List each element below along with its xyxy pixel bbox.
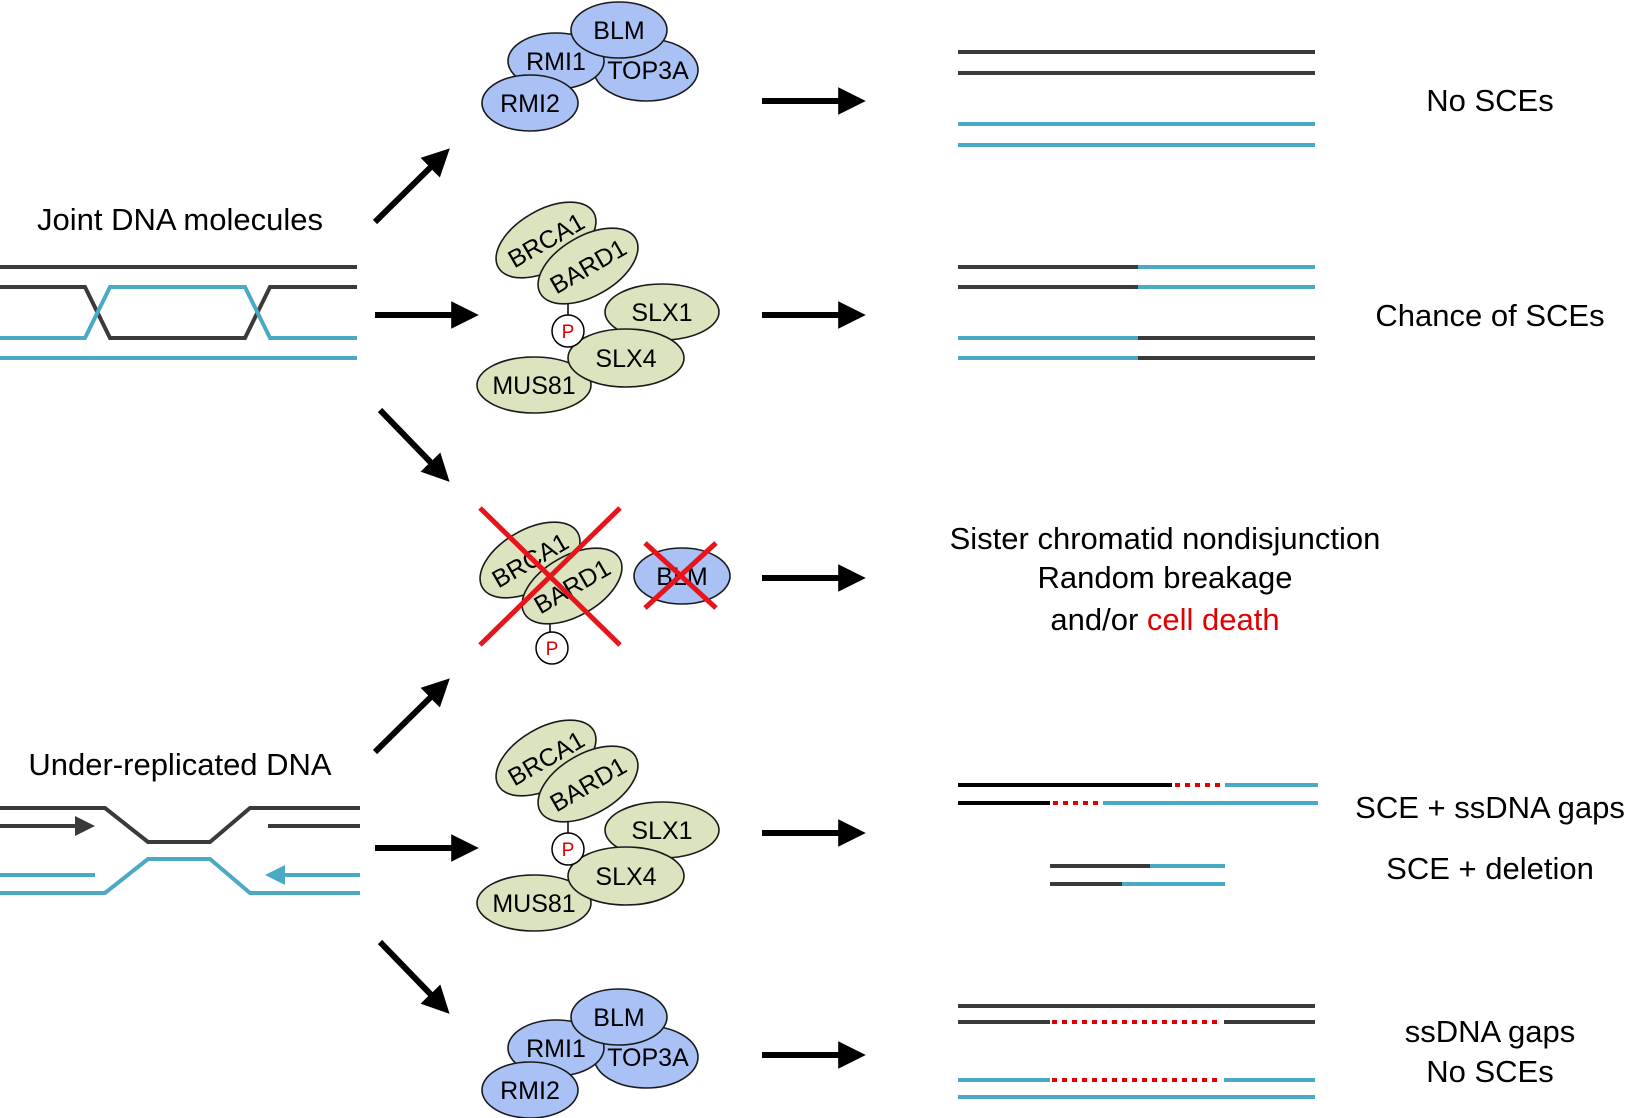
template-strand (0, 857, 360, 895)
brca1-slx4-complex-1: BRCA1 BARD1 P SLX1 SLX4 MUS81 (476, 201, 720, 414)
arrow (377, 407, 450, 482)
top3a-label: TOP3A (607, 1044, 689, 1072)
top3a-label: TOP3A (607, 57, 689, 85)
blm-protein (570, 1, 668, 59)
cell-death-text: cell death (1147, 602, 1280, 637)
outcome-labels: No SCEs Chance of SCEs Sister chromatid … (950, 83, 1625, 1089)
branch-arrows (372, 148, 479, 1014)
slx1-label: SLX1 (631, 299, 692, 327)
and-or-text: and/or (1050, 602, 1147, 637)
cell-death-line: and/or cell death (1050, 602, 1279, 637)
phosphate-label: P (562, 840, 575, 861)
arrow (377, 939, 450, 1014)
joint-dna-molecules: Joint DNA molecules (0, 202, 357, 360)
mus81-protein (476, 356, 592, 414)
rmi1-label: RMI1 (526, 1035, 586, 1063)
cross-icon (643, 541, 718, 610)
phosphate-label: P (546, 639, 559, 660)
rmi2-label: RMI2 (500, 1077, 560, 1105)
ssdna-gaps-label: ssDNA gaps (1405, 1014, 1576, 1049)
phosphate-icon (551, 314, 585, 348)
template-strand (0, 806, 360, 844)
slx4-label: SLX4 (595, 345, 656, 373)
slx4-protein (567, 328, 685, 388)
outcome-no-sces (958, 50, 1315, 147)
under-replicated-label: Under-replicated DNA (28, 747, 332, 782)
slx4-protein (567, 846, 685, 906)
blm-complex-2: BLM RMI1 TOP3A RMI2 (481, 988, 699, 1118)
sce-ssdna-gaps-label: SCE + ssDNA gaps (1355, 790, 1625, 825)
outcome-sce-deletion (1050, 864, 1225, 886)
blm-complex: BLM RMI1 TOP3A RMI2 (481, 1, 699, 132)
no-sces-label: No SCEs (1426, 83, 1553, 118)
phosphate-icon (551, 832, 585, 866)
outcome-sce-ssdna-gaps (958, 783, 1318, 805)
slx4-label: SLX4 (595, 863, 656, 891)
sce-deletion-label: SCE + deletion (1386, 851, 1594, 886)
no-sces-label-2: No SCEs (1426, 1054, 1553, 1089)
rmi2-protein (481, 74, 579, 132)
slx1-label: SLX1 (631, 817, 692, 845)
outcome-ssdna-gaps-no-sces (958, 1004, 1315, 1099)
joint-dna-label: Joint DNA molecules (37, 202, 323, 237)
arrow (372, 678, 450, 755)
mus81-label: MUS81 (492, 890, 575, 918)
chance-of-sces-label: Chance of SCEs (1375, 298, 1604, 333)
outcome-chance-of-sces (958, 265, 1315, 360)
arrow (372, 148, 450, 225)
random-breakage-label: Random breakage (1037, 560, 1292, 595)
rmi1-label: RMI1 (526, 48, 586, 76)
brca1-slx4-complex-2: BRCA1 BARD1 P SLX1 SLX4 MUS81 (476, 719, 720, 932)
joint-strand (0, 285, 357, 340)
phosphate-icon (535, 631, 569, 665)
result-arrows (762, 87, 866, 1069)
cross-icon (478, 506, 622, 647)
rmi2-label: RMI2 (500, 90, 560, 118)
bard1-protein (537, 745, 639, 823)
nondisjunction-label: Sister chromatid nondisjunction (950, 521, 1381, 556)
blm-label: BLM (593, 17, 644, 45)
phosphate-label: P (562, 322, 575, 343)
blm-protein (570, 988, 668, 1046)
under-replicated-dna: Under-replicated DNA (0, 747, 360, 895)
bard1-protein (537, 227, 639, 305)
mus81-protein (476, 874, 592, 932)
mus81-label: MUS81 (492, 372, 575, 400)
blm-label: BLM (593, 1004, 644, 1032)
joint-strand (0, 285, 357, 340)
depleted-proteins: BRCA1 BARD1 P BLM (478, 506, 731, 665)
rmi2-protein (481, 1061, 579, 1118)
